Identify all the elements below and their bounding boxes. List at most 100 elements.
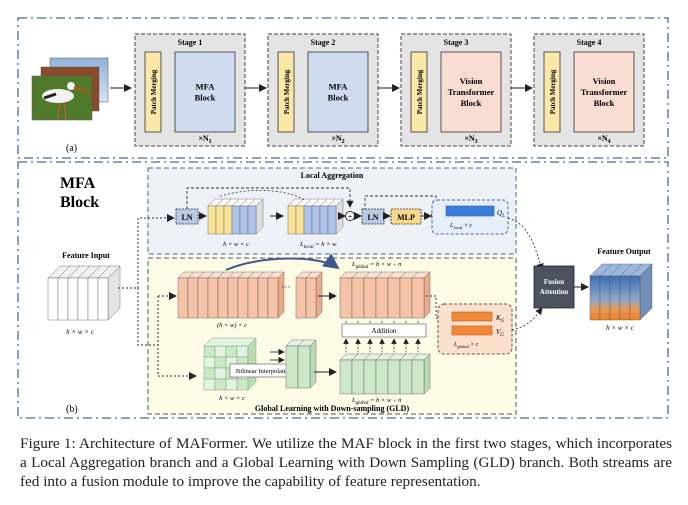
input-dims: h × w × c	[66, 328, 95, 336]
block-box-3	[440, 51, 502, 133]
addition-box	[341, 323, 427, 338]
addition-label: Addition	[372, 327, 397, 335]
green-cell-0-0	[203, 345, 216, 358]
patch-merging-label-1: Patch Merging	[150, 69, 158, 114]
stage-3: Stage 3 Patch Merging VisionTransformerBlo…	[400, 33, 512, 147]
global-top-dims: (h × w) × c	[217, 322, 247, 329]
l-global-top: Lglobal = h × w ÷ n	[351, 261, 401, 270]
green-token-seq	[339, 353, 431, 395]
figure-caption: Figure 1: Architecture of MAFormer. We u…	[20, 435, 672, 490]
flat-token-tail-2	[305, 271, 323, 319]
block-label-1-1: MFA	[196, 82, 216, 92]
q-dims: Llocal × c	[449, 223, 472, 230]
mfa-title-line1: MFA	[60, 175, 96, 192]
l-local-label: Llocal = h × w	[299, 241, 337, 250]
patch-merging-box-1	[144, 51, 162, 133]
q-local-bar	[445, 205, 495, 217]
panel-a-frame	[17, 17, 669, 159]
input-cube	[47, 265, 121, 321]
v-label: VG	[496, 328, 504, 338]
green-cell-3-3	[236, 378, 249, 391]
block-label-4-1: Vision	[593, 76, 616, 86]
block-box-4	[573, 51, 635, 133]
panel-b-label: (b)	[66, 404, 78, 415]
q-label: QL	[497, 209, 505, 219]
patch-merging-label-3: Patch Merging	[416, 69, 424, 114]
patch-merging-box-3	[410, 51, 428, 133]
output-cube	[589, 263, 653, 321]
green-small-cube	[285, 339, 317, 389]
global-flat-tokens	[177, 271, 323, 319]
repeat-label-3: ×N3	[464, 134, 477, 145]
green-seq-7	[411, 353, 431, 395]
stage-title-4: Stage 4	[577, 38, 602, 47]
addition-arrows	[343, 320, 421, 356]
fusion-attention-box	[533, 265, 575, 309]
repeat-label-4: ×N4	[597, 134, 610, 145]
stage-4: Stage 4 Patch Merging VisionTransformerBlo…	[533, 33, 645, 147]
green-cell-2-0	[225, 345, 238, 358]
bilinear-label: Bilinear Interpolation	[236, 368, 293, 375]
fusion-label-1: Fusion	[544, 278, 564, 286]
patch-merging-label-4: Patch Merging	[549, 69, 557, 114]
stage-title-3: Stage 3	[444, 38, 469, 47]
patch-merging-box-4	[543, 51, 561, 133]
feature-input-label: Feature Input	[62, 251, 110, 260]
kv-dims: Lglobal × c	[453, 342, 479, 349]
block-label-3-3: Block	[461, 98, 482, 108]
block-label-4-3: Block	[594, 98, 615, 108]
panel-b-frame	[17, 161, 669, 419]
panel-a-label: (a)	[66, 143, 77, 154]
green-cell-1-1	[214, 356, 227, 369]
flat-token-10	[267, 271, 285, 319]
fusion-label-2: Attention	[540, 288, 568, 296]
block-label-4-2: Transformer	[581, 87, 628, 97]
green-cell-0-2	[203, 367, 216, 380]
downsample-arrow	[225, 253, 340, 271]
local-dims: h × w × c	[223, 241, 249, 248]
local-aggregation-title: Local Aggregation	[301, 171, 364, 180]
block-label-2-2: Block	[328, 93, 349, 103]
down-token-7	[411, 271, 431, 319]
local-tokens-grid	[207, 198, 264, 235]
k-label: KG	[495, 314, 505, 324]
global-bottom-dims: h × w × c	[219, 395, 245, 402]
repeat-label-2: ×N2	[331, 134, 344, 145]
ellipsis: ···	[282, 282, 291, 292]
block-label-1-2: Block	[195, 93, 216, 103]
block-label-3-1: Vision	[460, 76, 483, 86]
patch-merging-box-2	[277, 51, 295, 133]
mlp-label: MLP	[397, 213, 415, 222]
patch-merging-label-2: Patch Merging	[283, 69, 291, 114]
block-box-1	[174, 51, 236, 133]
repeat-label-1: ×N1	[198, 134, 211, 145]
block-label-3-2: Transformer	[448, 87, 495, 97]
l-global-bottom: Lglobal = h × w ÷ n	[351, 397, 401, 406]
green-cell-0-1	[203, 356, 216, 369]
local-tokens-seq	[287, 198, 344, 235]
green-cell-3-0	[236, 345, 249, 358]
local-token-6	[247, 198, 264, 235]
block-box-2	[307, 51, 369, 133]
ln-label-1: LN	[181, 213, 192, 222]
input-column-6	[97, 265, 121, 321]
green-cell-1-3	[214, 378, 227, 391]
gld-title: Global Learning with Down-sampling (GLD)	[255, 404, 410, 413]
mfa-title-line2: Block	[60, 194, 99, 211]
green-cell-1-0	[214, 345, 227, 358]
svg-text:+: +	[348, 213, 353, 222]
block-label-2-1: MFA	[329, 82, 349, 92]
green-cell-1-2	[214, 367, 227, 380]
green-small-2	[297, 339, 317, 389]
green-cell-2-3	[225, 378, 238, 391]
output-column-5	[629, 263, 653, 321]
output-dims: h × w × c	[606, 324, 635, 332]
feature-output-label: Feature Output	[597, 247, 651, 256]
input-images	[31, 57, 109, 121]
green-cell-0-3	[203, 378, 216, 391]
